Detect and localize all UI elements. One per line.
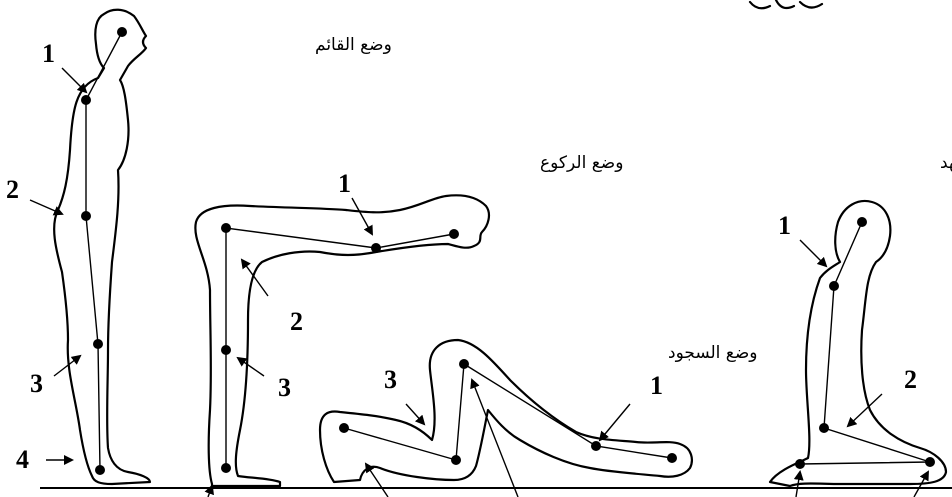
sitting-joint-hip [819, 423, 829, 433]
prostration-arrow-hip [472, 380, 518, 497]
prostration-label-1: 1 [650, 371, 663, 400]
standing-arrow-2 [30, 200, 62, 214]
prostration-joint-head [667, 453, 677, 463]
standing-label-4: 4 [16, 445, 29, 474]
standing-label-3: 3 [30, 369, 43, 398]
standing-joint-hip [81, 211, 91, 221]
sitting-joint-head [857, 217, 867, 227]
bowing-arrow-3 [238, 358, 264, 376]
prostration-joint-knee [451, 455, 461, 465]
bowing-joint-hip [221, 223, 231, 233]
bowing-joint-head [449, 229, 459, 239]
sitting-figure: وضع جلوس التشهد 1 2 [770, 153, 952, 497]
prostration-joint-hip [459, 359, 469, 369]
bowing-joint-ankle [221, 463, 231, 473]
bowing-body-outline [195, 195, 489, 486]
prostration-title: وضع السجود [668, 343, 758, 363]
bowing-arrow-2 [242, 260, 268, 296]
prostration-body-outline [320, 340, 692, 482]
standing-label-2: 2 [6, 175, 19, 204]
standing-joint-knee [93, 339, 103, 349]
sitting-arrow-1 [800, 240, 826, 266]
prostration-arrow-3 [406, 404, 424, 424]
sitting-joint-shoulder [829, 281, 839, 291]
standing-body-outline [54, 10, 150, 484]
bowing-label-3: 3 [278, 373, 291, 402]
prostration-label-3: 3 [384, 365, 397, 394]
bowing-title: وضع الركوع [540, 153, 623, 173]
sitting-label-2: 2 [904, 365, 917, 394]
prostration-joint-ankle [339, 423, 349, 433]
standing-arrow-1 [62, 68, 86, 92]
prostration-arrow-1 [600, 404, 630, 440]
standing-title: وضع القائم [315, 35, 392, 55]
sitting-joint-knee [925, 457, 935, 467]
sitting-body-outline [770, 201, 946, 486]
bowing-figure: وضع الركوع 1 2 3 [195, 153, 623, 497]
bowing-joint-shoulder [371, 243, 381, 253]
bowing-joint-knee [221, 345, 231, 355]
sitting-label-1: 1 [778, 211, 791, 240]
standing-joint-head [117, 27, 127, 37]
standing-joint-shoulder [81, 95, 91, 105]
standing-joint-ankle [95, 465, 105, 475]
sitting-title: وضع جلوس التشهد [940, 153, 952, 173]
prostration-figure: وضع السجود 3 1 [320, 340, 758, 497]
bowing-label-1: 1 [338, 169, 351, 198]
standing-arrow-3 [54, 356, 80, 376]
standing-skeleton [86, 32, 122, 470]
standing-label-1: 1 [42, 39, 55, 68]
top-cut-text-fragment [750, 0, 822, 8]
bowing-arrow-1 [352, 198, 372, 234]
prostration-joint-shoulder [591, 441, 601, 451]
bowing-label-2: 2 [290, 307, 303, 336]
sitting-joint-ankle [795, 459, 805, 469]
